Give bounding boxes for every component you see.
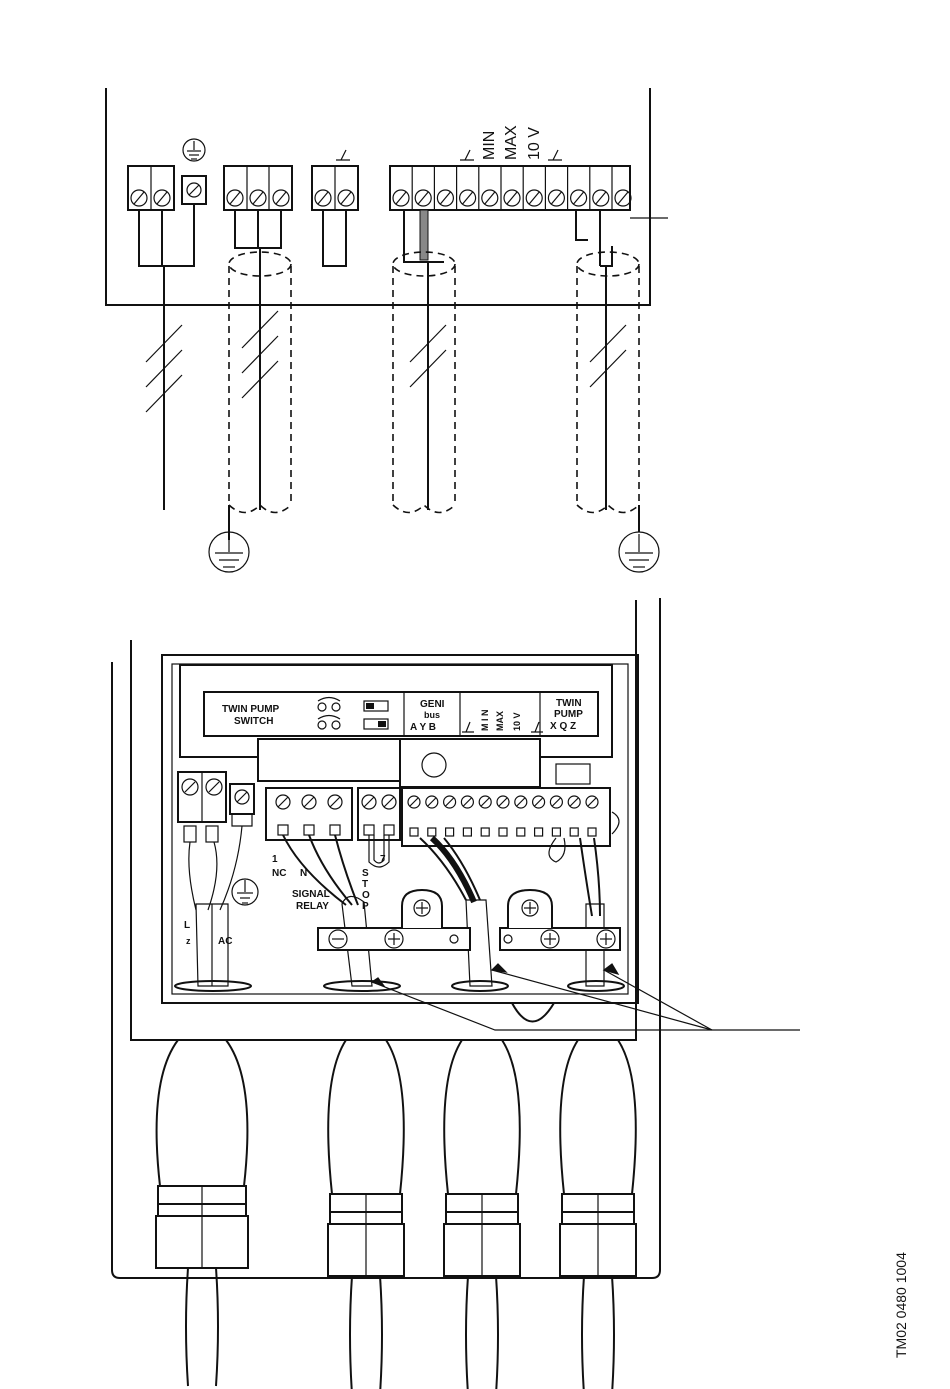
earth-icon	[209, 532, 249, 572]
cable-outline	[466, 1276, 498, 1389]
gland-cap-outline	[328, 1040, 404, 1194]
stop-terminal-block	[312, 150, 358, 266]
bus-label: bus	[424, 710, 440, 720]
earth-icon	[232, 879, 258, 905]
twin-pump-switch-label-1: TWIN PUMP	[222, 704, 280, 715]
label-10v: 10 V	[526, 127, 543, 160]
gland-cap-outline	[444, 1040, 520, 1194]
earth-icon	[183, 139, 205, 161]
ground-tick-icon	[460, 150, 474, 160]
indicator-window	[556, 764, 590, 784]
upper-terminal-schematic: MIN MAX 10 V	[106, 88, 668, 572]
signal-label: SIGNAL	[292, 889, 330, 900]
earth-icon	[619, 532, 659, 572]
ground-tick-icon	[548, 150, 562, 160]
stop-o-label: O	[362, 890, 370, 901]
shielded-cable-genibus	[393, 252, 455, 513]
stop-t-label: T	[362, 879, 368, 890]
cable-gland	[560, 1040, 636, 1389]
twin-label: TWIN	[556, 698, 582, 709]
stop-7-label: 7	[380, 854, 386, 865]
gland-cap-outline	[560, 1040, 636, 1194]
shielded-cable-twinpump	[577, 252, 639, 513]
relay-terminals	[266, 788, 400, 840]
mains-terminal-block	[128, 139, 206, 510]
cable-core-marks	[146, 311, 626, 412]
mains-z-label: z	[186, 936, 191, 946]
cable-outline	[186, 1268, 218, 1386]
panel-10v-label: 10 V	[512, 712, 522, 731]
label-min: MIN	[481, 131, 498, 160]
mains-ac-label: AC	[218, 936, 232, 947]
stop-s-label: S	[362, 868, 369, 879]
relay-label: RELAY	[296, 901, 329, 912]
cable-outline	[582, 1276, 614, 1389]
twin-pump-switch-label-2: SWITCH	[234, 716, 273, 727]
drawing-number: TM02 0480 1004	[893, 1252, 909, 1358]
relay-terminal-block	[224, 166, 292, 510]
cable-outline	[350, 1276, 382, 1389]
cable-gland	[156, 1040, 248, 1386]
geni-label: GENI	[420, 699, 445, 710]
relay-1-label: 1	[272, 854, 278, 865]
panel-max-label: MAX	[495, 711, 505, 731]
mains-terminals	[178, 772, 254, 842]
cable-gland	[444, 1040, 520, 1389]
label-max: MAX	[503, 125, 520, 160]
panel-min-label: M I N	[480, 710, 490, 732]
relay-nc-label: NC	[272, 868, 286, 879]
xqz-label: X Q Z	[550, 721, 576, 732]
pump-label: PUMP	[554, 709, 583, 720]
cable-glands	[156, 1040, 636, 1389]
cable-gland	[328, 1040, 404, 1389]
ayb-label: A Y B	[410, 722, 436, 733]
signal-terminal-block	[390, 150, 668, 510]
gland-cap-outline	[157, 1040, 248, 1186]
ground-tick-icon	[336, 150, 350, 160]
mains-l-label: L	[184, 920, 190, 931]
terminal-box-drawing: TWIN PUMP SWITCH GENI bus A Y B M I N MA…	[112, 598, 800, 1389]
stop-p-label: P	[362, 901, 369, 912]
